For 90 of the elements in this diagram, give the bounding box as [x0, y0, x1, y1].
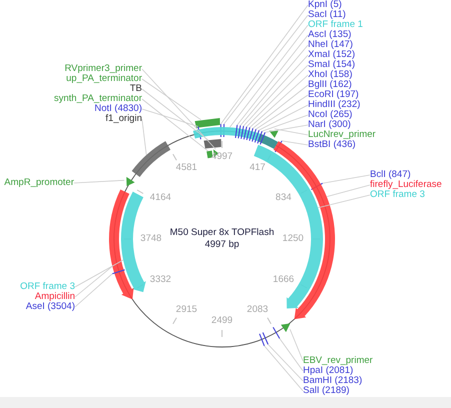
site-label: XmaI (152): [308, 50, 355, 60]
scale-label: 4997: [211, 152, 233, 162]
site-label: BamHI (2183): [303, 376, 362, 386]
site-label: NcoI (265): [308, 110, 352, 120]
scale-label: 2915: [176, 305, 198, 315]
site-label: SacI (11): [308, 10, 346, 20]
leader-line: [142, 78, 202, 120]
leader-line: [142, 68, 216, 150]
primer-marker: [280, 323, 290, 332]
leader-line: [142, 98, 208, 152]
leader-line: [74, 260, 124, 288]
leader-line: [326, 184, 370, 198]
site-label: NheI (147): [308, 40, 353, 50]
leader-line: [142, 118, 147, 156]
site-label: BclI (847): [370, 170, 411, 180]
plasmid-size-label: 4997 bp: [204, 240, 240, 250]
leader-line: [74, 273, 113, 308]
site-label: SalI (2189): [303, 386, 350, 396]
cut-site-tick: [238, 125, 241, 138]
leader-line: [74, 266, 113, 298]
feature-label: up_PA_terminator: [66, 74, 142, 84]
feature-label: ORF frame 3: [370, 190, 425, 200]
leader-line: [142, 108, 198, 127]
feature-label: firefly_Luciferase: [370, 180, 442, 190]
map-title: M50 Super 8x TOPFlash: [170, 228, 274, 238]
leader-line: [256, 94, 308, 130]
scale-label: 3748: [140, 234, 162, 244]
leader-line: [229, 24, 308, 128]
leader-line: [262, 114, 308, 132]
site-label: HindIII (232): [308, 100, 360, 110]
cut-site-tick: [234, 124, 238, 138]
cut-site-tick: [262, 332, 269, 345]
scale-label: 4164: [150, 193, 172, 203]
site-label: HpaI (2081): [303, 366, 354, 376]
feature-label: EBV_rev_primer: [303, 356, 373, 366]
leader-line: [258, 104, 308, 131]
promoter-marker: [126, 176, 135, 186]
feature-label: ORF frame 1: [308, 20, 363, 30]
leader-line: [318, 194, 370, 208]
leader-line: [279, 338, 304, 372]
scale-label: 2083: [246, 305, 268, 315]
site-label: BstBI (436): [308, 140, 356, 150]
feature-label: RVprimer3_primer: [64, 64, 142, 74]
leader-line: [246, 64, 308, 128]
leader-line: [74, 180, 125, 184]
leader-line: [290, 328, 304, 362]
leader-line: [243, 54, 308, 126]
scale-label: 417: [250, 162, 266, 173]
site-label: NarI (300): [308, 120, 351, 130]
cut-site-tick: [259, 334, 265, 346]
scale-label: 1250: [282, 234, 304, 244]
feature-label: synth_PA_terminator: [54, 94, 142, 104]
site-label: KpnI (5): [308, 0, 342, 10]
scale-label: 3332: [150, 275, 172, 285]
feature-label: Ampicillin: [34, 292, 75, 302]
leader-line: [240, 44, 308, 126]
scale-label: 834: [276, 193, 292, 203]
site-label: SmaI (154): [308, 60, 355, 70]
leader-line: [264, 124, 308, 133]
site-label: AseI (3504): [26, 302, 75, 312]
primer-marker: [269, 130, 278, 138]
leader-line: [322, 174, 370, 184]
origin-band: [132, 141, 170, 177]
cut-site-tick: [272, 327, 280, 339]
leader-line: [274, 128, 308, 136]
terminator-block: [206, 150, 213, 158]
leader-line: [264, 346, 304, 392]
site-label: EcoRI (197): [308, 90, 359, 100]
site-label: NotI (4830): [94, 104, 142, 114]
feature-label: LucNrev_primer: [308, 130, 376, 140]
scale-label: 2499: [211, 316, 233, 326]
leader-line: [142, 88, 208, 140]
feature-label: AmpR_promoter: [4, 178, 74, 188]
gene-band: [274, 141, 335, 320]
feature-label: TB: [130, 84, 142, 94]
leader-line: [282, 140, 308, 146]
gene-band: [109, 189, 134, 300]
leader-line: [249, 74, 308, 128]
scale-label: 1666: [272, 275, 294, 285]
feature-label: ORF frame 3: [20, 282, 75, 292]
leader-line: [236, 34, 308, 126]
leader-line: [252, 84, 308, 129]
site-label: BglII (162): [308, 80, 352, 90]
site-label: AscI (135): [308, 30, 352, 40]
feature-label: f1_origin: [106, 114, 142, 124]
site-label: XhoI (158): [308, 70, 352, 80]
feature-block: [204, 139, 222, 149]
leader-line: [268, 344, 304, 382]
scale-label: 4581: [176, 162, 198, 173]
orf-band: [193, 127, 278, 149]
